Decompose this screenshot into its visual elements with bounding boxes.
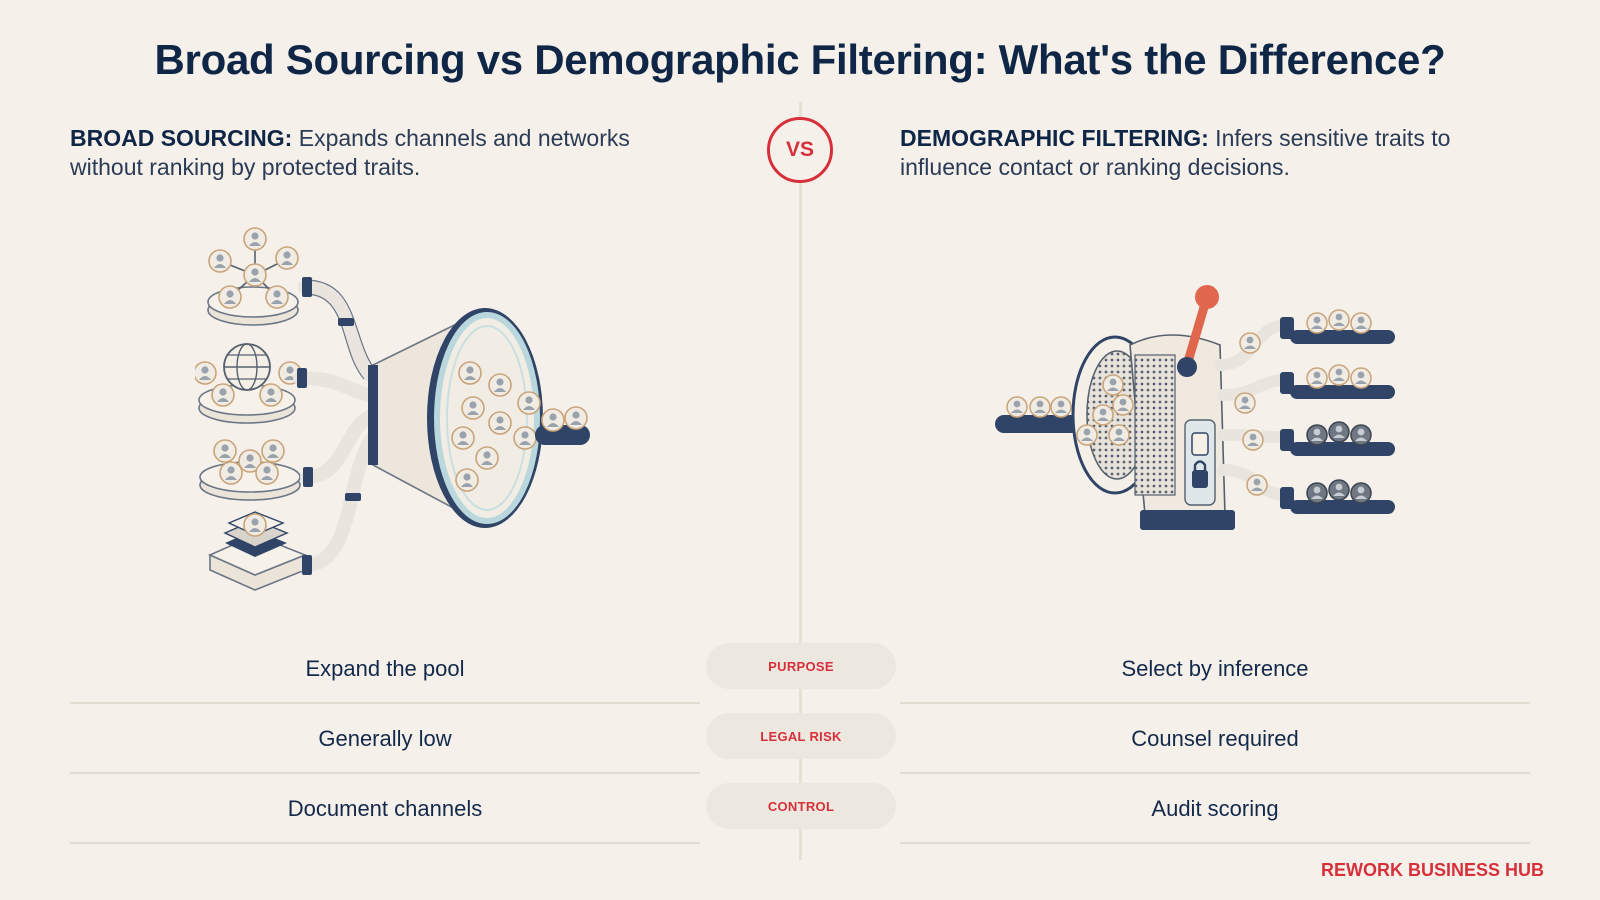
broad-sourcing-description: BROAD SOURCING: Expands channels and net… (70, 124, 670, 182)
globe-platform-icon (195, 343, 302, 424)
page-title: Broad Sourcing vs Demographic Filtering:… (154, 36, 1446, 83)
sourcing-funnel-illustration (195, 227, 590, 591)
control-filtering-cell: Audit scoring (900, 776, 1530, 844)
filtering-machine-illustration (995, 285, 1395, 530)
group-platform-icon (199, 439, 301, 501)
demographic-filtering-heading: DEMOGRAPHIC FILTERING: (900, 125, 1209, 151)
control-label: CONTROL (706, 783, 896, 829)
purpose-broad-cell: Expand the pool (70, 636, 700, 704)
broad-sourcing-text: Expands channels and networks without ra… (70, 125, 630, 180)
purpose-label: PURPOSE (706, 643, 896, 689)
demographic-filtering-text: Infers sensitive traits to influence con… (900, 125, 1451, 180)
database-platform-icon (208, 511, 308, 591)
legal-risk-label: LEGAL RISK (706, 713, 896, 759)
network-platform-icon (207, 227, 299, 326)
brand-logo-text: REWORK BUSINESS HUB (1320, 860, 1544, 880)
center-divider (799, 102, 802, 860)
legal-risk-broad-cell: Generally low (70, 706, 700, 774)
demographic-filtering-description: DEMOGRAPHIC FILTERING: Infers sensitive … (900, 124, 1510, 182)
control-broad-cell: Document channels (70, 776, 700, 844)
purpose-filtering-cell: Select by inference (900, 636, 1530, 704)
broad-sourcing-heading: BROAD SOURCING: (70, 125, 293, 151)
legal-risk-filtering-cell: Counsel required (900, 706, 1530, 774)
vs-badge: VS (767, 117, 833, 183)
